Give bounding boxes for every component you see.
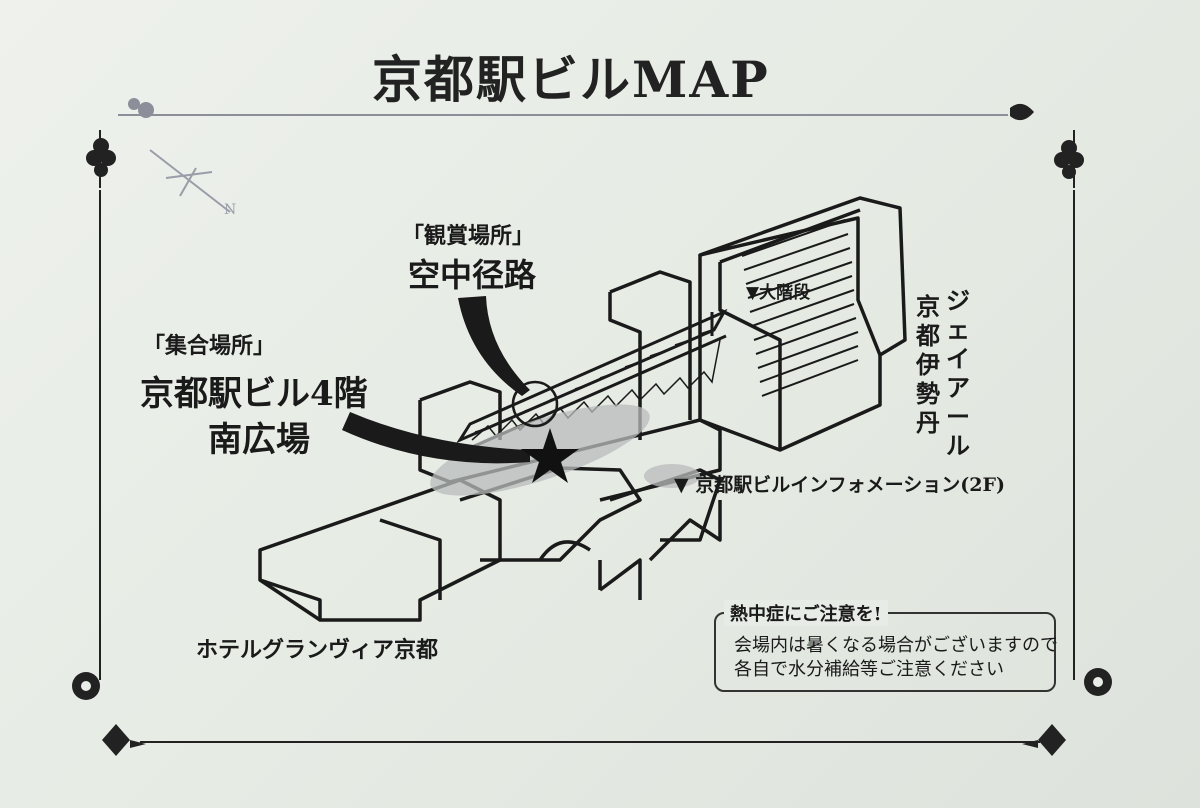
skyway-lattice <box>471 329 721 441</box>
meeting-point-name-line1: 京都駅ビル4階 <box>140 374 368 414</box>
notice-title: 熱中症にご注意を! <box>724 600 888 626</box>
corner-ornament-bottom-right <box>1022 668 1112 756</box>
hotel-label: ホテルグランヴィア京都 <box>196 637 439 663</box>
pointer-arrow-meeting <box>342 412 530 464</box>
decorative-frame <box>99 114 1075 743</box>
isetan-label-col2: 京都伊勢丹 <box>916 292 940 437</box>
information-label: ▼ 京都駅ビルインフォメーション(2F) <box>674 474 1005 496</box>
isetan-label-col1: ジェイアール <box>946 286 970 460</box>
viewing-spot-name: 空中径路 <box>408 256 537 294</box>
viewing-spot-marker <box>511 380 559 428</box>
compass-icon <box>149 149 231 213</box>
map-title: 京都駅ビルMAP <box>372 50 770 109</box>
notice-line-2: 各自で水分補給等ご注意ください <box>734 659 1004 680</box>
corner-ornament-top-right <box>1010 103 1084 179</box>
corner-ornament-bottom-left <box>72 672 146 756</box>
notice-line-1: 会場内は暑くなる場合がございますので <box>734 635 1058 656</box>
corner-ornament-top-left <box>86 98 154 177</box>
compass-north-label: N <box>224 202 237 218</box>
meeting-point-bracket-label: 「集合場所」 <box>143 333 276 359</box>
viewing-spot-bracket-label: 「観賞場所」 <box>402 223 535 249</box>
notice-body: 会場内は暑くなる場合がございますので 各自で水分補給等ご注意ください <box>734 634 1058 682</box>
meeting-point-name-line2: 南広場 <box>208 420 310 460</box>
pointer-arrow-viewing <box>458 296 530 396</box>
staircase-label: ▼大階段 <box>746 283 811 303</box>
meeting-point-star-icon <box>521 428 579 483</box>
station-building-outline <box>258 196 907 622</box>
